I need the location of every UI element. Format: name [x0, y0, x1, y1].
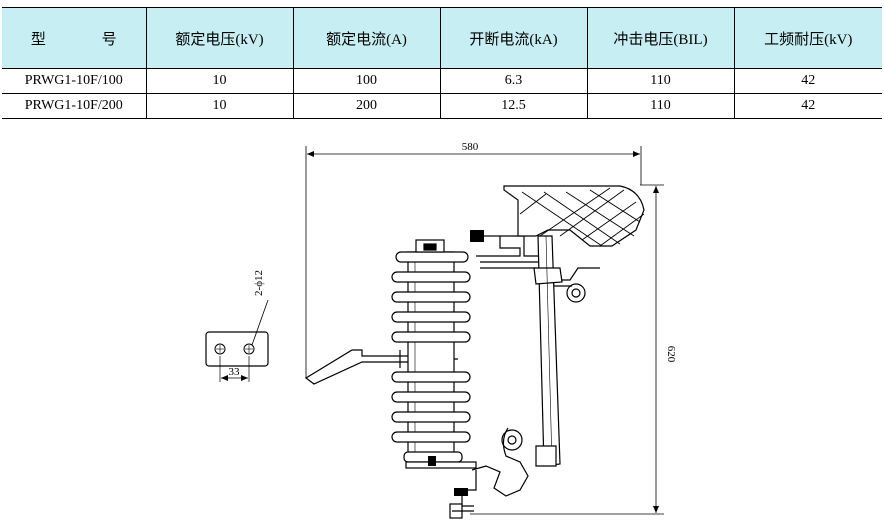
height-dim-label: 620 — [665, 346, 677, 363]
header-rated-voltage: 额定电压(kV) — [145, 7, 293, 69]
cell-breaking-current: 12.5 — [439, 93, 587, 119]
top-contact-assembly — [470, 185, 645, 303]
cell-model: PRWG1-10F/200 — [2, 93, 146, 119]
spec-table: 型 号 额定电压(kV) 额定电流(A) 开断电流(kA) 冲击电压(BIL) … — [2, 7, 882, 119]
cell-rated-voltage: 10 — [145, 93, 293, 119]
width-dim-label: 580 — [462, 141, 479, 153]
mounting-bracket-detail: 2-ϕ12 33 — [205, 270, 269, 382]
cell-rated-current: 200 — [292, 93, 440, 119]
cell-power-freq-voltage: 42 — [733, 93, 882, 119]
header-power-freq-voltage: 工频耐压(kV) — [733, 7, 882, 69]
width-dimension: 580 — [305, 141, 642, 378]
insulator — [391, 239, 477, 469]
table-header-row: 型 号 额定电压(kV) 额定电流(A) 开断电流(kA) 冲击电压(BIL) … — [2, 7, 882, 69]
header-impulse-voltage: 冲击电压(BIL) — [586, 7, 734, 69]
height-dimension: 620 — [470, 184, 677, 515]
fuse-tube — [533, 235, 563, 467]
header-model: 型 号 — [2, 7, 146, 69]
table-row: PRWG1-10F/200 10 200 12.5 110 42 — [2, 93, 882, 119]
cell-model: PRWG1-10F/100 — [2, 68, 146, 94]
cell-impulse-voltage: 110 — [586, 68, 734, 94]
cell-impulse-voltage: 110 — [586, 93, 734, 119]
cell-rated-current: 100 — [292, 68, 440, 94]
bottom-contact-assembly — [428, 427, 557, 519]
table-row: PRWG1-10F/100 10 100 6.3 110 42 — [2, 68, 882, 94]
header-rated-current: 额定电流(A) — [292, 7, 440, 69]
hole-spec-label: 2-ϕ12 — [253, 270, 265, 296]
cell-power-freq-voltage: 42 — [733, 68, 882, 94]
cell-rated-voltage: 10 — [145, 68, 293, 94]
cell-breaking-current: 6.3 — [439, 68, 587, 94]
header-breaking-current: 开断电流(kA) — [439, 7, 587, 69]
hole-spacing-label: 33 — [229, 366, 241, 378]
